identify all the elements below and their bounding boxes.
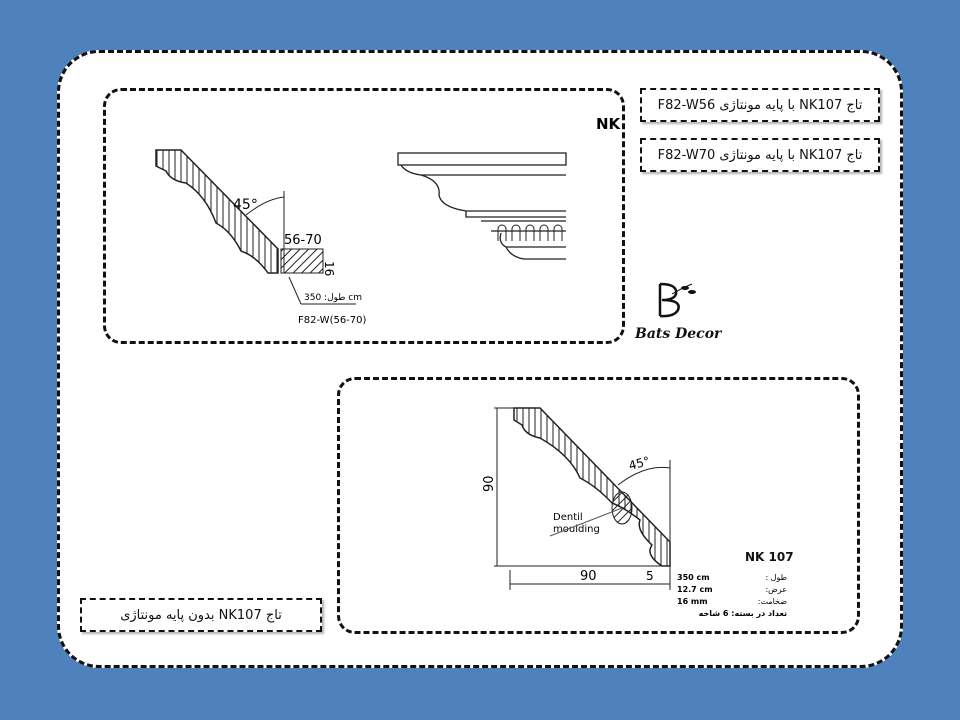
top-diagram-panel: 45° 56-70 16 طول: 350 cm F82-W(56-70) سر… xyxy=(103,88,820,344)
label-nk107-f82-w56: تاج NK107 با پایه مونتاژی F82-W56 xyxy=(640,88,880,122)
logo-mark-icon xyxy=(658,282,696,318)
spec-label: طول : xyxy=(765,573,787,582)
spec-row-thickness: 16 mm ضخامت: xyxy=(677,596,787,608)
top-length-label: طول: 350 cm xyxy=(304,293,362,303)
spec-label: عرض: xyxy=(765,585,787,594)
label-nk107-f82-w70: تاج NK107 با پایه مونتاژی F82-W70 xyxy=(640,138,880,172)
bottom-height-dim: 90 xyxy=(482,475,497,492)
spec-value: 12.7 cm xyxy=(677,585,713,594)
top-width-dim: 56-70 xyxy=(284,233,322,248)
spec-row-width: 12.7 cm عرض: xyxy=(677,584,787,596)
top-angle-label: 45° xyxy=(233,197,258,213)
top-height-dim: 16 xyxy=(322,261,336,276)
bottom-angle-label: 45° xyxy=(627,454,651,473)
bats-decor-logo: Bats Decor xyxy=(630,280,725,348)
bottom-offset-dim: 5 xyxy=(646,569,654,583)
bottom-diagram-panel: 90 90 5 45° Dentil moulding NK 107 350 c… xyxy=(337,377,860,634)
top-code-label: F82-W(56-70) xyxy=(298,315,367,326)
spec-pack: تعداد در بسته: 6 شاخه xyxy=(698,609,787,618)
logo-text: Bats Decor xyxy=(635,326,722,342)
spec-value: 16 mm xyxy=(677,597,708,606)
spec-label: ضخامت: xyxy=(757,597,787,606)
crown-with-base-drawing: 45° 56-70 16 طول: 350 cm F82-W(56-70) سر… xyxy=(155,115,820,326)
product-code: NK 107 xyxy=(745,550,794,564)
dentil-label-line1: Dentil xyxy=(553,512,583,523)
crown-profile-drawing: 90 90 5 45° Dentil moulding xyxy=(482,407,671,590)
spec-value: 350 cm xyxy=(677,573,710,582)
spec-list: 350 cm طول : 12.7 cm عرض: 16 mm ضخامت: تعدا… xyxy=(677,572,787,620)
bottom-width-dim: 90 xyxy=(580,569,597,584)
top-diagram-title: سرتاج با پایه مونتاژی NK 107 xyxy=(596,115,622,134)
dentil-label-line2: moulding xyxy=(553,524,600,535)
spec-row-length: 350 cm طول : xyxy=(677,572,787,584)
crown-elevation-drawing xyxy=(397,152,567,260)
label-nk107-no-base: تاج NK107 بدون پایه مونتاژی xyxy=(80,598,322,632)
